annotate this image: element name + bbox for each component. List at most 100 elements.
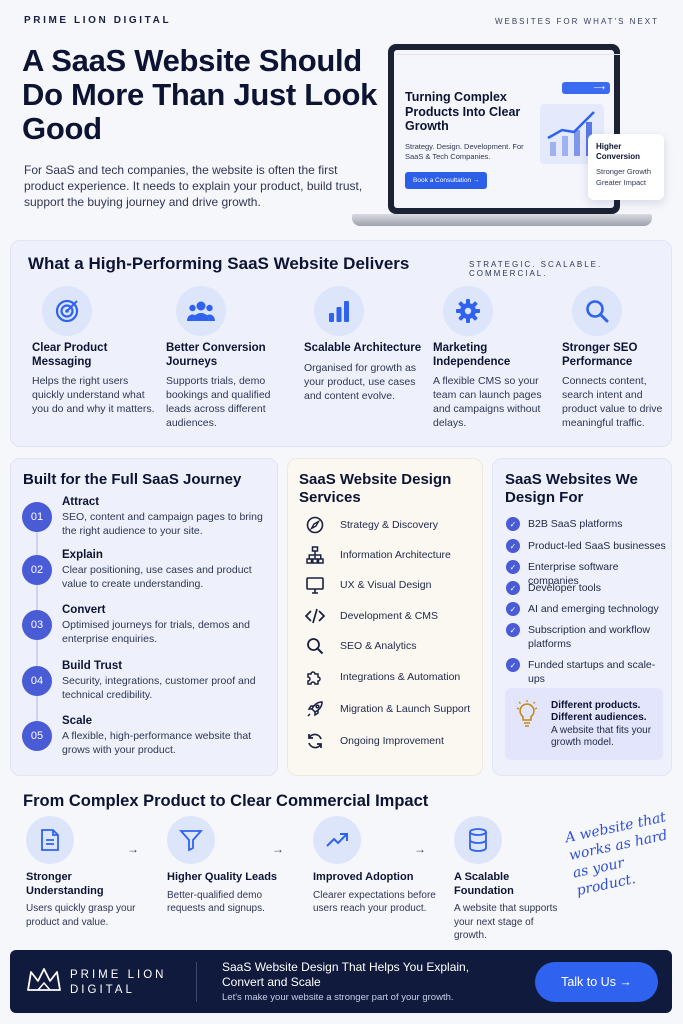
step-title: Build Trust [62, 660, 123, 672]
step-desc: Security, integrations, customer proof a… [62, 675, 256, 701]
callout-bold: Different products. Different audiences. [551, 700, 647, 723]
feature-card: Clear Product Messaging Helps the right … [32, 286, 160, 416]
step-desc: SEO, content and campaign pages to bring… [62, 511, 263, 537]
feature-card: Marketing Independence A flexible CMS so… [433, 286, 561, 430]
service-label: Migration & Launch Support [340, 703, 471, 715]
audience-label: B2B SaaS platforms [528, 518, 623, 530]
audience-item: ✓ Developer tools [506, 581, 666, 595]
journey-title: Built for the Full SaaS Journey [23, 471, 242, 488]
audience-item: ✓Product-led SaaS businesses [506, 539, 666, 553]
users-icon [176, 286, 226, 336]
impact-item: Improved Adoption Clearer expectations b… [313, 816, 438, 916]
compass-icon [304, 515, 326, 535]
audience-label: Funded startups and scale-ups [528, 659, 656, 685]
crown-logo-icon [27, 968, 61, 991]
step-number: 05 [22, 721, 52, 751]
footer-brand-line2: DIGITAL [70, 984, 135, 996]
callout-text: A website that fits your growth model. [551, 725, 652, 748]
design-for-title: SaaS Websites We Design For [505, 471, 638, 506]
screen-nav-button[interactable]: ⟶ [562, 82, 610, 94]
delivers-title: What a High-Performing SaaS Website Deli… [28, 254, 410, 273]
arrow-right-icon: → [127, 842, 139, 856]
service-label: Development & CMS [340, 610, 439, 622]
service-label: Strategy & Discovery [340, 519, 439, 531]
bar-chart-icon [314, 286, 364, 336]
search-icon [572, 286, 622, 336]
code-icon [304, 606, 326, 626]
impact-item: Higher Quality Leads Better-qualified de… [167, 816, 292, 916]
tagline: WEBSITES FOR WHAT'S NEXT [494, 17, 659, 26]
trend-up-icon [313, 816, 361, 864]
feature-title: Marketing Independence [433, 342, 511, 368]
footer-brand-line1: PRIME LION [70, 969, 167, 981]
feature-title: Better Conversion Journeys [166, 342, 266, 368]
step-desc: Clear positioning, use cases and product… [62, 564, 252, 590]
feature-title: Stronger SEO Performance [562, 342, 638, 368]
laptop-base [352, 214, 652, 226]
target-icon [42, 286, 92, 336]
rocket-icon [304, 699, 326, 719]
check-icon: ✓ [506, 623, 520, 637]
service-item: Integrations & Automation [304, 667, 479, 687]
conversion-card-line1: Stronger Growth [596, 167, 652, 176]
screen-hero-subtitle: Strategy. Design. Development. For SaaS … [405, 142, 524, 161]
arrow-right-icon: → [272, 842, 284, 856]
refresh-icon [304, 731, 326, 751]
service-item: Ongoing Improvement [304, 731, 479, 751]
handwritten-note: A website that works as hard as your pro… [563, 809, 669, 900]
audience-label: Enterprise software companies [528, 561, 619, 587]
audience-callout: Different products. Different audiences.… [505, 688, 663, 760]
impact-item: Stronger Understanding Users quickly gra… [26, 816, 151, 929]
feature-title: Scalable Architecture [304, 342, 422, 354]
audience-item: ✓B2B SaaS platforms [506, 517, 666, 531]
screen-consultation-button[interactable]: Book a Consultation → [405, 172, 488, 189]
service-label: UX & Visual Design [340, 579, 432, 591]
impact-item-desc: A website that supports your next stage … [454, 903, 558, 941]
impact-item: A Scalable Foundation A website that sup… [454, 816, 569, 943]
impact-item-title: A Scalable Foundation [454, 871, 514, 897]
impact-item-title: Improved Adoption [313, 871, 414, 883]
check-icon: ✓ [506, 539, 520, 553]
footer-subtitle: Let's make your website a stronger part … [222, 992, 454, 1003]
database-icon [454, 816, 502, 864]
step-title: Scale [62, 715, 93, 727]
screen-hero-title: Turning Complex Products Into Clear Grow… [405, 90, 521, 133]
brand-logo-text: PRIME LION DIGITAL [24, 15, 172, 26]
audience-label: Developer tools [528, 582, 601, 594]
feature-card: Better Conversion Journeys Supports tria… [166, 286, 294, 430]
puzzle-icon [304, 667, 326, 687]
impact-item-desc: Better-qualified demo requests and signu… [167, 889, 265, 915]
sitemap-icon [304, 545, 326, 565]
step-number: 04 [22, 666, 52, 696]
arrow-right-icon: → [414, 842, 426, 856]
talk-to-us-button[interactable]: Talk to Us → [535, 962, 658, 1002]
check-icon: ✓ [506, 602, 520, 616]
footer-title: SaaS Website Design That Helps You Expla… [222, 960, 470, 989]
screen-nav-line [396, 54, 622, 55]
impact-title: From Complex Product to Clear Commercial… [23, 792, 429, 810]
page-title: A SaaS Website Should Do More Than Just … [22, 43, 378, 146]
feature-desc: A flexible CMS so your team can launch p… [433, 375, 542, 429]
feature-desc: Organised for growth as your product, us… [304, 361, 417, 402]
step-desc: Optimised journeys for trials, demos and… [62, 619, 250, 645]
services-title: SaaS Website Design Services [299, 471, 452, 506]
audience-item: ✓Funded startups and scale-ups [506, 658, 666, 686]
step-title: Explain [62, 549, 103, 561]
step-title: Convert [62, 604, 106, 616]
service-item: Information Architecture [304, 545, 479, 565]
check-icon: ✓ [506, 581, 520, 595]
monitor-icon [304, 575, 326, 595]
feature-desc: Supports trials, demo bookings and quali… [166, 375, 271, 429]
service-item: Strategy & Discovery [304, 515, 479, 535]
audience-item: ✓ AI and emerging technology [506, 602, 666, 616]
lightbulb-icon [516, 700, 538, 727]
conversion-card-title: Higher Conversion [596, 142, 641, 161]
impact-item-title: Stronger Understanding [26, 871, 104, 897]
service-label: Ongoing Improvement [340, 735, 444, 747]
audience-label: AI and emerging technology [528, 603, 659, 615]
conversion-card-line2: Greater Impact [596, 178, 647, 187]
step-title: Attract [62, 496, 100, 508]
feature-card: Stronger SEO Performance Connects conten… [562, 286, 670, 430]
step-number: 02 [22, 555, 52, 585]
